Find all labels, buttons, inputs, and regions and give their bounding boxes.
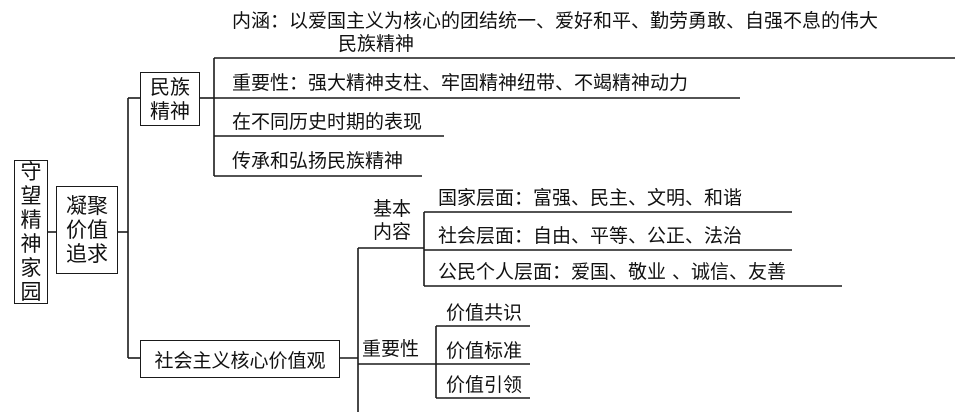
minzu-item-connotation-line1: 内涵：以爱国主义为核心的团结统一、爱好和平、勤劳勇敢、自强不息的伟大: [232, 10, 879, 32]
root-node-label: 守望精神家园: [20, 160, 42, 304]
root-node: 守望精神家园: [14, 160, 48, 304]
minzu-item-history: 在不同历史时期的表现: [232, 111, 423, 133]
jiben-item-citizen: 公民个人层面：爱国、敬业 、诚信、友善: [438, 261, 787, 283]
core-values-label: 社会主义核心价值观: [154, 349, 326, 372]
core-values-node: 社会主义核心价值观: [140, 340, 340, 378]
jiben-item-social: 社会层面：自由、平等、公正、法治: [438, 225, 743, 247]
minzu-item-importance: 重要性：强大精神支柱、牢固精神纽带、不竭精神动力: [232, 72, 689, 94]
zhongyao-item-consensus: 价值共识: [446, 302, 523, 324]
value-pursuit-label: 凝聚价值追求: [66, 194, 108, 266]
national-spirit-label: 民族精神: [150, 75, 190, 123]
value-pursuit-node: 凝聚价值追求: [56, 186, 118, 274]
national-spirit-node: 民族精神: [140, 72, 200, 126]
basic-content-label: 基本内容: [372, 198, 411, 243]
zhongyao-item-guidance: 价值引领: [446, 374, 523, 396]
jiben-item-national: 国家层面：富强、民主、文明、和谐: [438, 187, 743, 209]
zhongyao-item-standard: 价值标准: [446, 340, 523, 362]
minzu-item-connotation-line2: 民族精神: [338, 33, 415, 55]
minzu-item-inherit: 传承和弘扬民族精神: [232, 150, 404, 172]
importance-label: 重要性: [362, 338, 420, 360]
